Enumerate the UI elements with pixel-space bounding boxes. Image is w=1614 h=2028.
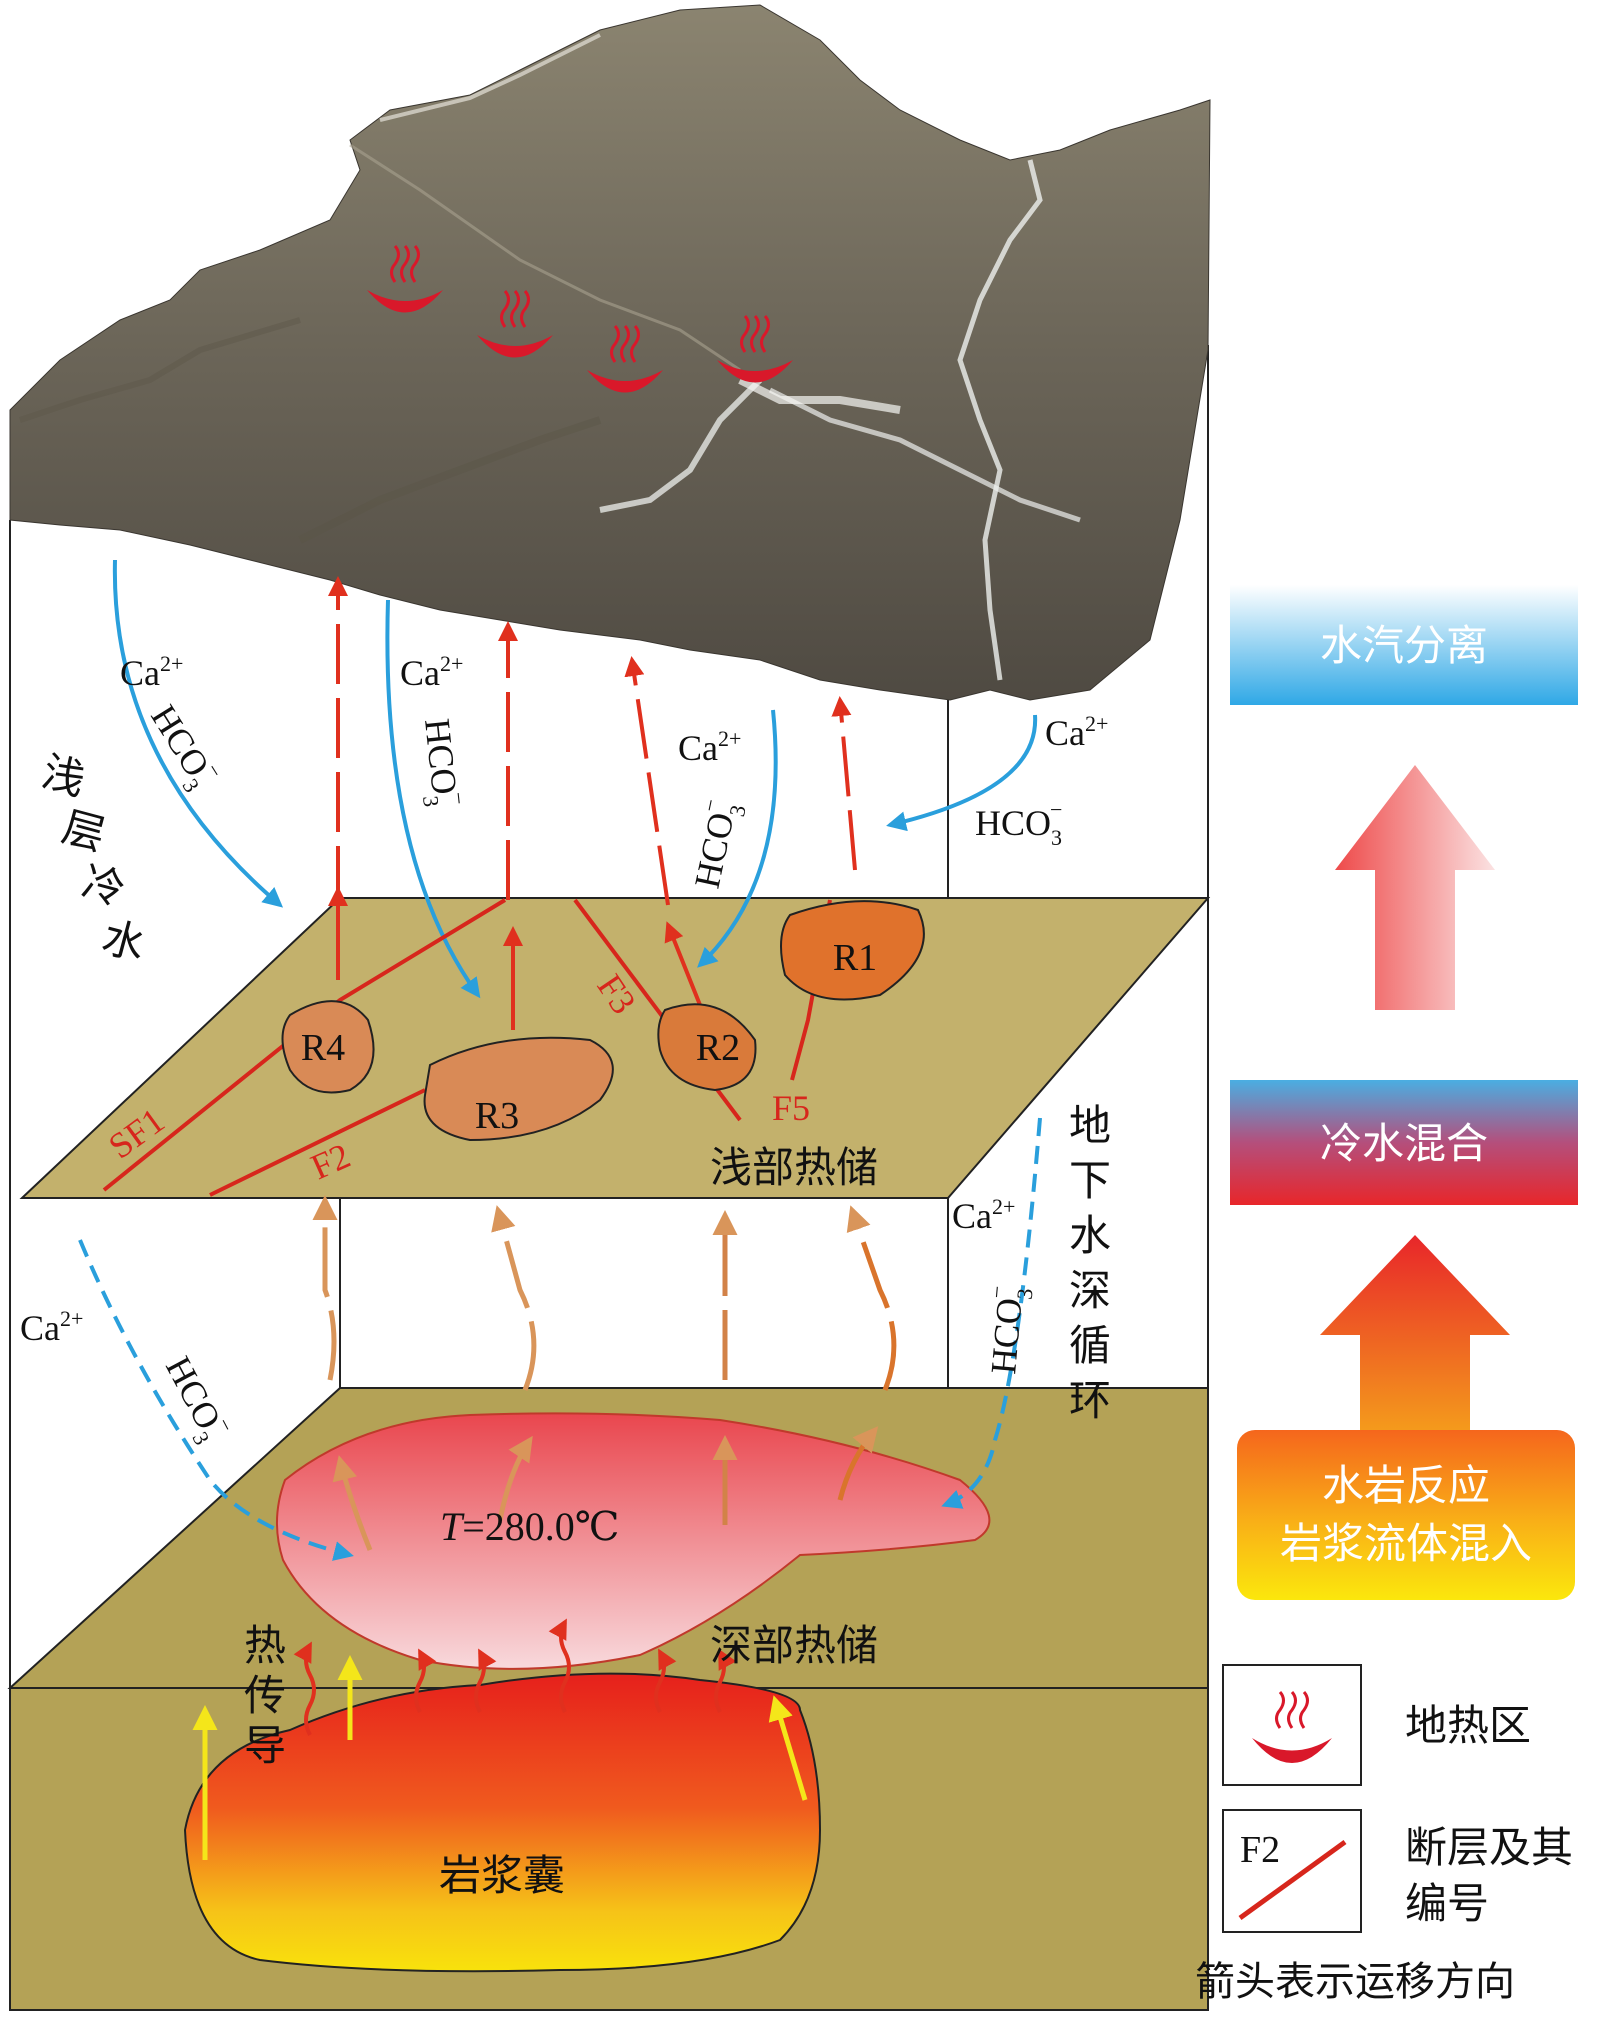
reservoir-label-r3: R3 [475, 1095, 519, 1137]
shallow-reservoir-label: 浅部热储 [710, 1143, 878, 1192]
svg-text:浅: 浅 [37, 747, 90, 805]
hco3-label: HCO3− [152, 1347, 240, 1449]
vapor-separation-box [1230, 585, 1578, 705]
svg-text:环: 环 [1069, 1376, 1111, 1425]
shallow-plate [19, 897, 1211, 1199]
hco3-label: HCO3− [681, 797, 751, 894]
legend-arrow-note: 箭头表示运移方向 [1195, 1959, 1515, 2005]
svg-text:地: 地 [1069, 1101, 1111, 1150]
magma-chamber [183, 1672, 822, 1973]
ca2-label: Ca2+ [400, 651, 463, 693]
legend-geothermal-box [1222, 1664, 1362, 1786]
vapor-separation-label: 水汽分离 [1320, 621, 1488, 670]
ca2-label: Ca2+ [120, 651, 183, 693]
mid-upward-arrows [312, 1195, 897, 1391]
hco3-label: HCO3− [137, 695, 228, 797]
shallow-inner-arrows [328, 886, 704, 1030]
cold-water-mixing-label: 冷水混合 [1320, 1119, 1488, 1168]
deep-reservoir-label: 深部热储 [710, 1621, 878, 1670]
process-panel: 水汽分离 冷水混合 水岩反应 岩浆流体混入 [1230, 585, 1578, 1600]
deep-inner-arrows [332, 1426, 879, 1551]
svg-text:下: 下 [1069, 1156, 1111, 1205]
magma-fluid-label: 岩浆流体混入 [1280, 1519, 1532, 1568]
svg-text:循: 循 [1069, 1321, 1111, 1370]
svg-text:热: 热 [244, 1621, 286, 1670]
reservoir-label-r1: R1 [833, 937, 877, 979]
svg-text:导: 导 [244, 1721, 286, 1770]
geothermal-area-icon [1252, 1691, 1332, 1763]
ca2-label: Ca2+ [1045, 711, 1108, 753]
fault-label-f5: F5 [772, 1088, 810, 1128]
reservoir-label-r2: R2 [696, 1027, 740, 1069]
shallow-cold-water-label: 浅 层 冷 水 [37, 747, 150, 970]
heat-conduction-label: 热 传 导 [244, 1621, 286, 1770]
legend-fault-label-2: 编号 [1405, 1879, 1489, 1928]
reservoir-r1 [780, 900, 925, 1001]
upward-hot-fluid-arrows [328, 576, 857, 980]
svg-text:层: 层 [57, 802, 110, 860]
arrow-up-top [1335, 765, 1495, 1010]
svg-text:冷: 冷 [77, 857, 130, 915]
svg-text:传: 传 [244, 1671, 286, 1720]
legend-fault-sample: F2 [1240, 1829, 1280, 1871]
reservoir-r2 [657, 1003, 757, 1092]
water-rock-reaction-label: 水岩反应 [1322, 1461, 1490, 1510]
ca2-label: Ca2+ [20, 1306, 83, 1348]
svg-text:水: 水 [97, 912, 150, 970]
ca2-label: Ca2+ [678, 726, 741, 768]
svg-text:深: 深 [1069, 1266, 1111, 1315]
heat-conduction-arrows [293, 1618, 737, 1736]
reservoir-label-r4: R4 [301, 1027, 345, 1069]
svg-text:水: 水 [1069, 1211, 1111, 1260]
temperature-label: T=280.0℃ [440, 1504, 620, 1549]
hco3-label: HCO3− [410, 716, 472, 808]
water-rock-reaction-box [1237, 1430, 1575, 1600]
legend-geothermal-label: 地热区 [1405, 1701, 1531, 1750]
hco3-label: HCO3− [977, 1285, 1037, 1377]
hco3-label: HCO3− [975, 797, 1062, 850]
deep-circulation-arrows [78, 1117, 1042, 1561]
legend: 地热区 F2 断层及其 编号 箭头表示运移方向 [1195, 1664, 1573, 2005]
legend-fault-line [1238, 1839, 1347, 1921]
legend-fault-label-1: 断层及其 [1405, 1823, 1573, 1872]
magma-chamber-label: 岩浆囊 [439, 1851, 565, 1900]
geothermal-area-icon [367, 245, 793, 393]
yellow-heat-arrows [192, 1655, 808, 1860]
reservoir-r4 [281, 1000, 375, 1094]
arrow-up-bottom [1320, 1235, 1510, 1430]
deep-reservoir [276, 1412, 991, 1670]
ca2-label: Ca2+ [952, 1194, 1015, 1236]
reservoir-r3 [423, 1036, 614, 1142]
chemistry-labels: Ca2+ Ca2+ Ca2+ Ca2+ Ca2+ Ca2+ HCO3− HCO3… [20, 651, 1108, 1449]
cold-water-mixing-box [1230, 1080, 1578, 1205]
shallow-cold-water-arrows [112, 559, 1038, 999]
deep-circulation-label: 地 下 水 深 循 环 [1069, 1101, 1111, 1425]
